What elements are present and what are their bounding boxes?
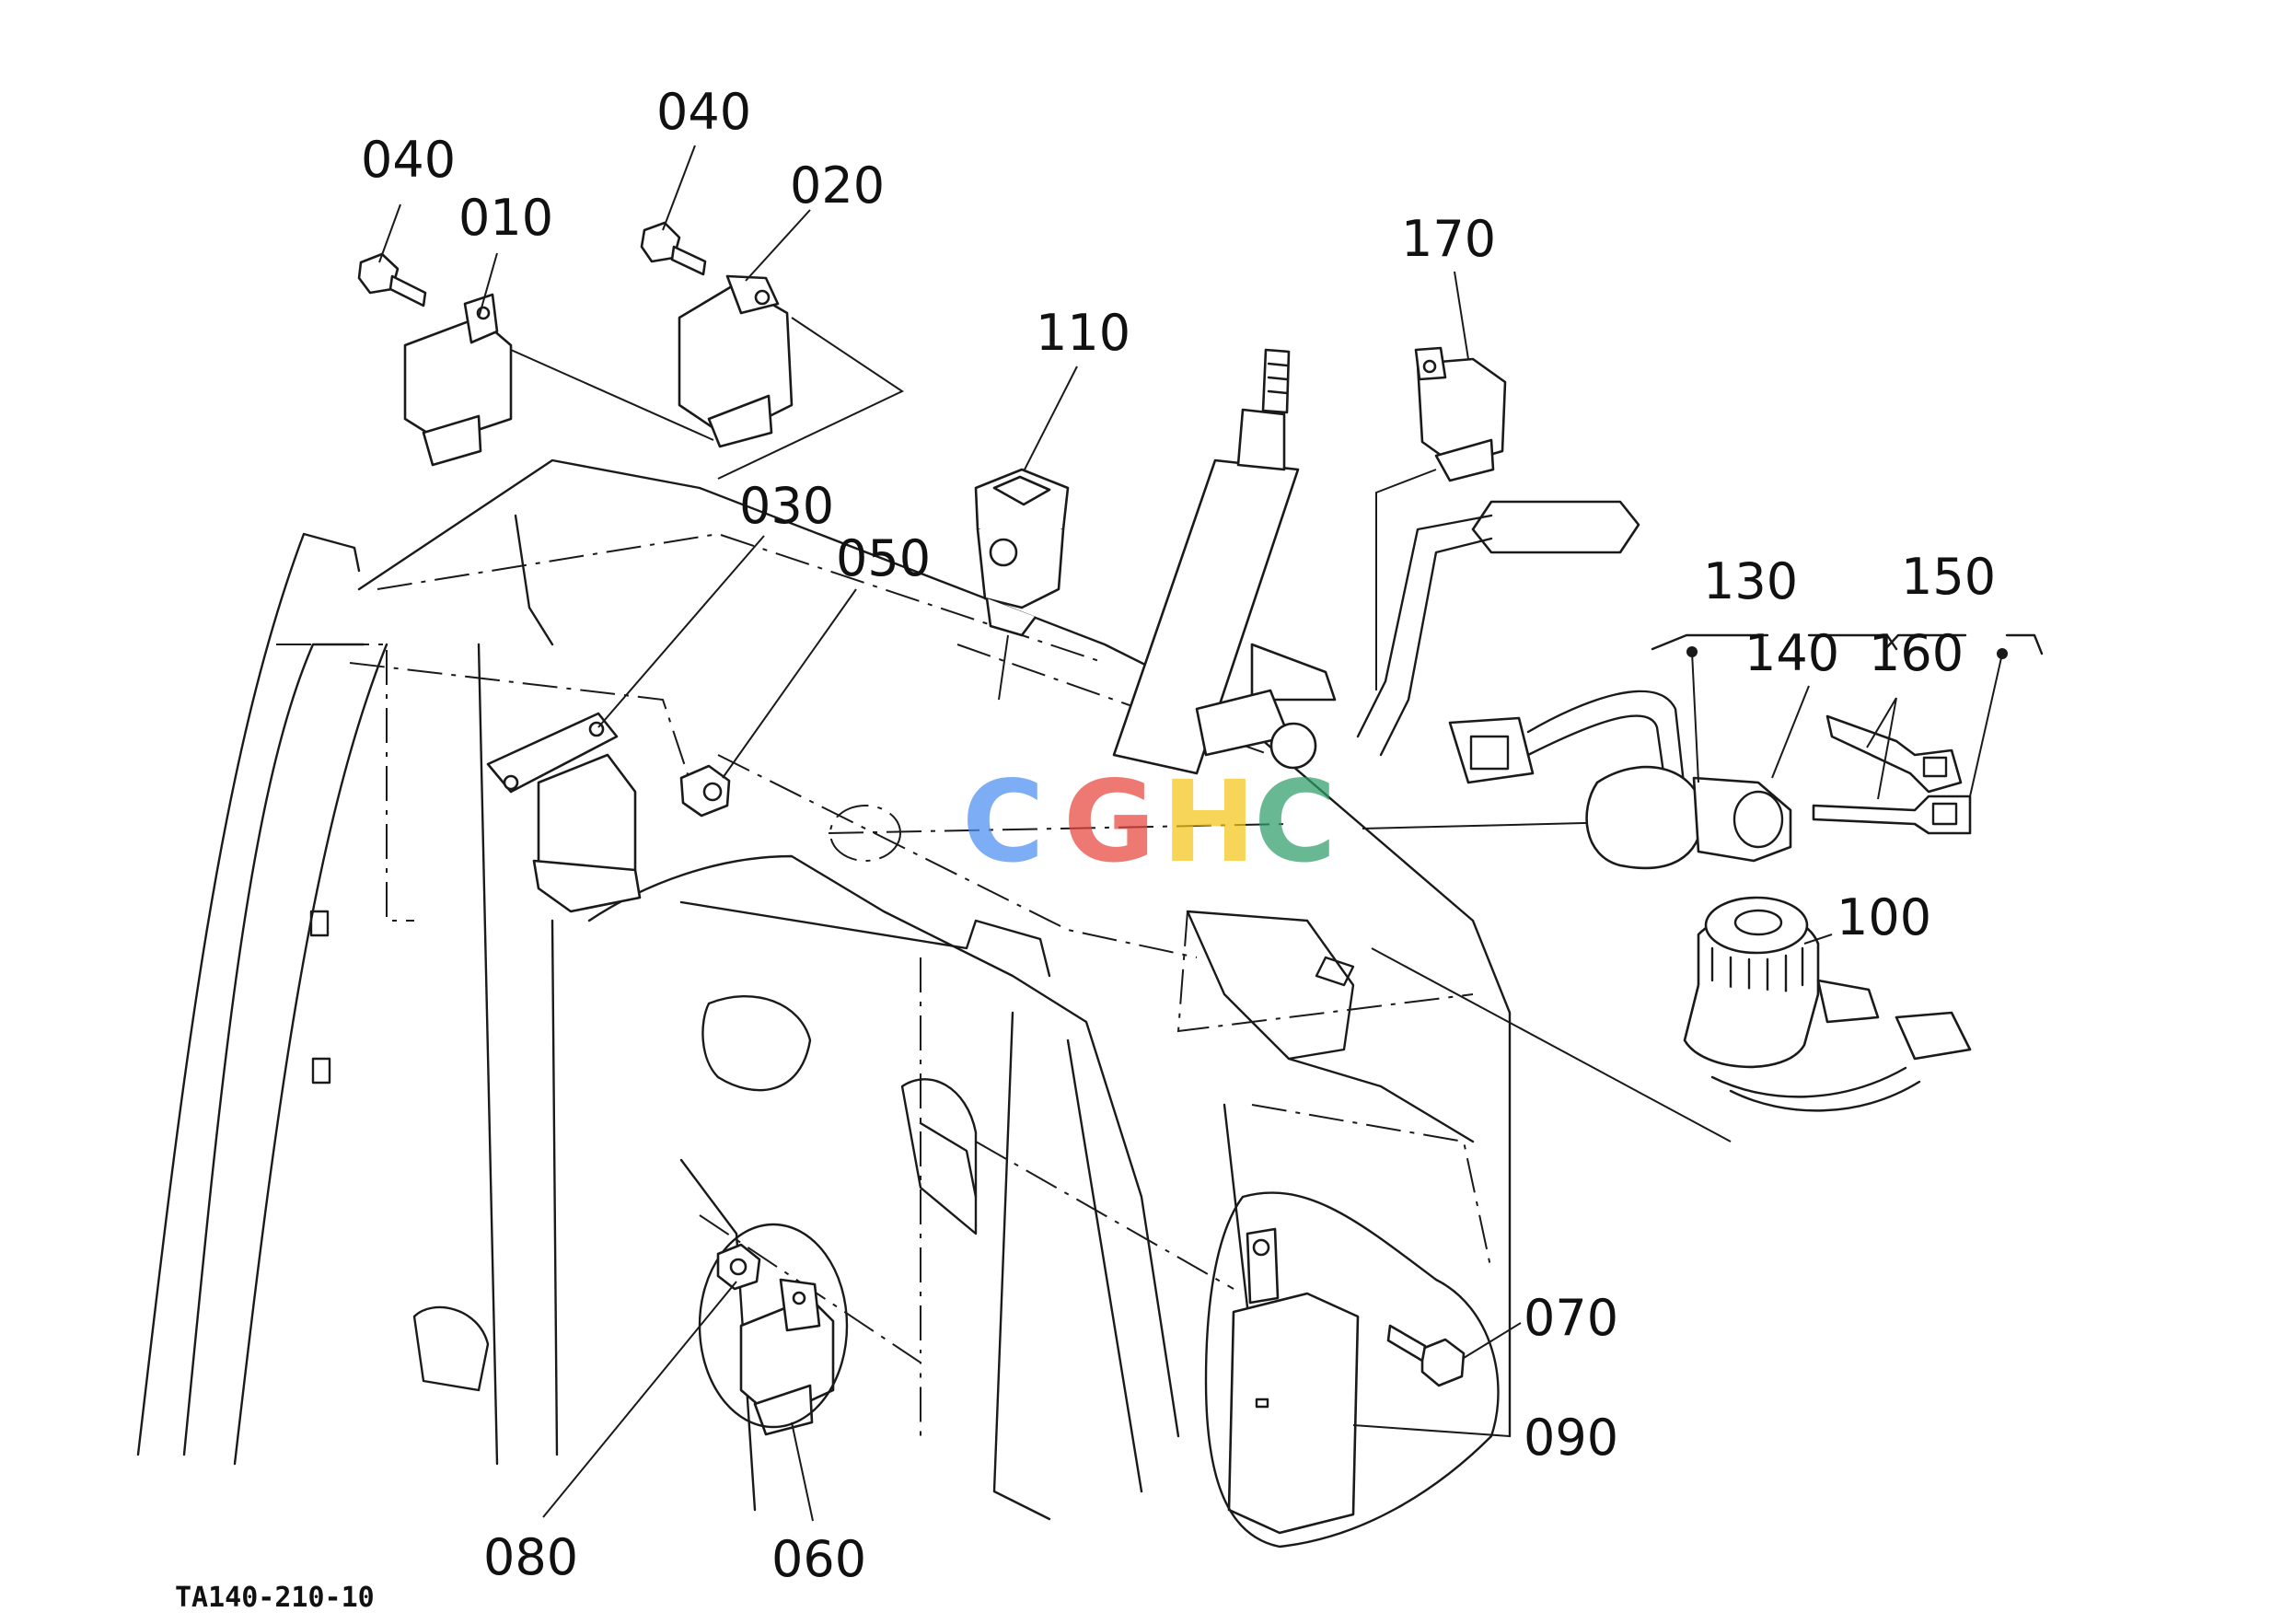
bolt-040-right (640, 221, 707, 276)
watermark-letter-g: G (1063, 757, 1155, 887)
watermark: C G H C (962, 757, 1337, 887)
relay-170 (1375, 346, 1507, 690)
callout-110: 110 (1036, 304, 1130, 362)
ignition-switch-140 (1448, 690, 1792, 870)
rotary-switch-100 (1683, 896, 1972, 1112)
relay-030 (486, 712, 642, 913)
callout-160: 160 (1869, 624, 1964, 682)
nut-080 (716, 1243, 761, 1291)
relay-020 (678, 274, 905, 480)
module-090 (1204, 1191, 1500, 1549)
callout-020: 020 (790, 157, 885, 215)
callout-040-right: 040 (656, 83, 751, 141)
callout-140: 140 (1744, 624, 1839, 682)
harness-lead-2 (1371, 947, 1732, 1143)
callout-090: 090 (1524, 1409, 1618, 1467)
leader-lines (378, 145, 2044, 1522)
watermark-letter-c2: C (1254, 757, 1337, 887)
callout-170: 170 (1401, 210, 1496, 268)
relay-060 (698, 1223, 849, 1436)
callout-060: 060 (771, 1530, 866, 1588)
control-lever (1356, 500, 1640, 757)
figure-caption: TA140-210-10 (175, 1582, 375, 1614)
callout-100: 100 (1837, 888, 1931, 946)
callout-130: 130 (1703, 552, 1798, 610)
callout-030: 030 (739, 477, 834, 535)
callout-050: 050 (836, 529, 931, 587)
callout-010: 010 (458, 189, 553, 247)
watermark-letter-h: H (1162, 757, 1256, 887)
callout-labels: 040 010 040 020 030 050 110 170 130 140 … (361, 83, 1996, 1588)
harness-lead (1362, 821, 1621, 829)
watermark-letter-c1: C (962, 757, 1045, 887)
callout-150: 150 (1901, 548, 1996, 606)
bolt-040-left (357, 252, 427, 307)
callout-070: 070 (1524, 1289, 1618, 1347)
steering-column (1112, 348, 1337, 775)
key-set-150 (1812, 714, 1972, 835)
callout-080: 080 (483, 1528, 578, 1586)
switch-110 (974, 468, 1070, 701)
relay-010 (403, 293, 714, 467)
nut-050 (679, 764, 731, 818)
console-panel (136, 458, 1512, 1521)
callout-040-left: 040 (361, 131, 456, 189)
bolt-070 (1386, 1324, 1466, 1387)
